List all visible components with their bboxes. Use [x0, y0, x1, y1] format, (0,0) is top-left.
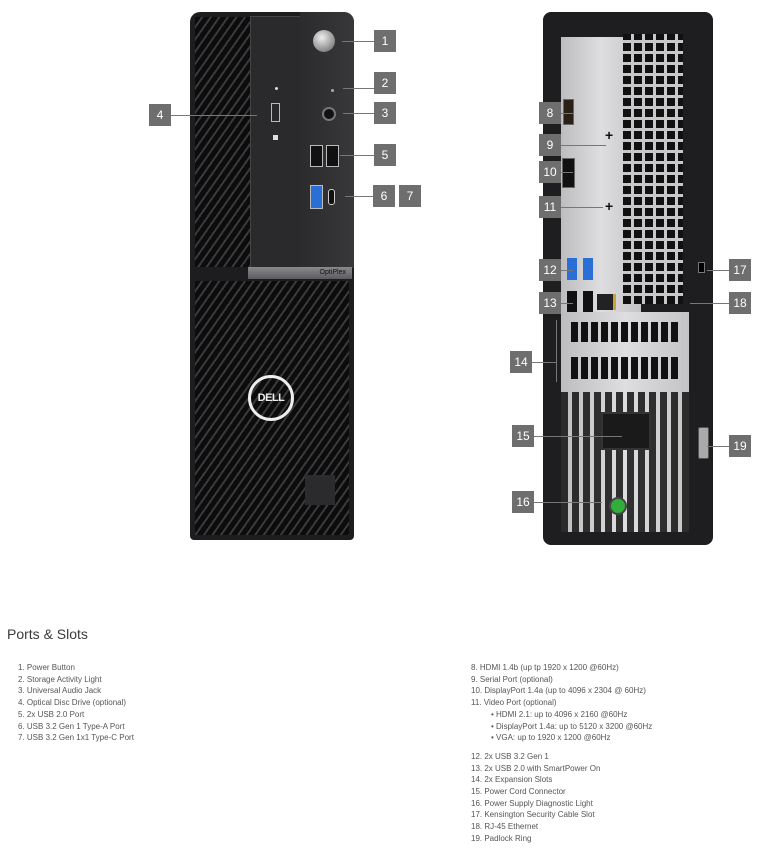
list-item: 12. 2x USB 3.2 Gen 1: [471, 751, 549, 761]
usb2-port-1[interactable]: [310, 145, 323, 167]
expansion-slots[interactable]: [561, 312, 689, 392]
list-item: 4. Optical Disc Drive (optional): [18, 698, 127, 708]
list-item: 6. USB 3.2 Gen 1 Type-A Port: [18, 721, 125, 731]
callout-19: 19: [729, 435, 751, 457]
callout-4: 4: [149, 104, 171, 126]
list-item: 7. USB 3.2 Gen 1x1 Type-C Port: [18, 733, 134, 743]
front-ports-list: 1. Power Button 2. Storage Activity Ligh…: [18, 662, 134, 744]
list-item: 16. Power Supply Diagnostic Light: [471, 798, 593, 808]
list-item: 15. Power Cord Connector: [471, 787, 566, 797]
callout-17: 17: [729, 259, 751, 281]
callout-10: 10: [539, 161, 561, 183]
video-option-item: DisplayPort 1.4a: up to 5120 x 3200 @60H…: [471, 721, 652, 733]
callout-3: 3: [374, 102, 396, 124]
callout-5: 5: [374, 144, 396, 166]
rear-view-image: + +: [543, 12, 713, 545]
front-badge-square: [305, 475, 335, 505]
callout-14: 14: [510, 351, 532, 373]
list-item: 18. RJ-45 Ethernet: [471, 822, 539, 832]
callout-9: 9: [539, 134, 561, 156]
video-option-item: VGA: up to 1920 x 1200 @60Hz: [471, 732, 652, 744]
kensington-slot[interactable]: [698, 262, 705, 273]
eject-button[interactable]: [271, 103, 280, 122]
rear-ports-list: 8. HDMI 1.4b (up tp 1920 x 1200 @60Hz) 9…: [471, 662, 652, 845]
rj45-port[interactable]: [597, 294, 616, 310]
list-item: 1. Power Button: [18, 663, 75, 672]
callout-12: 12: [539, 259, 561, 281]
usb2-rear-port-2[interactable]: [583, 291, 593, 313]
optiplex-label: OptiPlex: [248, 267, 352, 279]
serial-port-mount: +: [605, 127, 614, 143]
power-button[interactable]: [313, 30, 335, 52]
section-title: Ports & Slots: [7, 626, 88, 642]
callout-16: 16: [512, 491, 534, 513]
list-item: 17. Kensington Security Cable Slot: [471, 810, 595, 820]
list-item: 14. 2x Expansion Slots: [471, 775, 553, 785]
hdmi-port[interactable]: [563, 99, 574, 125]
storage-activity-light: [331, 89, 334, 92]
callout-8: 8: [539, 102, 561, 124]
callout-15: 15: [512, 425, 534, 447]
list-item: 13. 2x USB 2.0 with SmartPower On: [471, 763, 601, 773]
rear-vent: [623, 34, 683, 304]
front-view-image: OptiPlex DELL: [190, 12, 354, 540]
callout-13: 13: [539, 292, 561, 314]
callout-7: 7: [399, 185, 421, 207]
list-item: 19. Padlock Ring: [471, 833, 532, 843]
usb3-rear-port-1[interactable]: [567, 258, 577, 280]
displayport[interactable]: [562, 158, 575, 188]
list-item: 9. Serial Port (optional): [471, 674, 553, 684]
list-item: 10. DisplayPort 1.4a (up to 4096 x 2304 …: [471, 686, 646, 696]
usb-type-c-port[interactable]: [328, 189, 335, 205]
dell-logo: DELL: [248, 375, 294, 421]
list-item: 2. Storage Activity Light: [18, 674, 102, 684]
optical-drive-bay: [250, 16, 302, 268]
list-item: 11. Video Port (optional): [471, 698, 557, 708]
usb3-rear-port-2[interactable]: [583, 258, 593, 280]
callout-11: 11: [539, 196, 561, 218]
video-option-item: HDMI 2.1: up to 4096 x 2160 @60Hz: [471, 709, 652, 721]
padlock-ring[interactable]: [698, 427, 709, 459]
list-item: 3. Universal Audio Jack: [18, 686, 102, 696]
power-cord-connector[interactable]: [601, 412, 651, 450]
usb2-rear-port-1[interactable]: [567, 291, 577, 313]
callout-6: 6: [373, 185, 395, 207]
video-port-mount: +: [605, 198, 614, 214]
usb2-port-2[interactable]: [326, 145, 339, 167]
usb3-type-a-port[interactable]: [310, 185, 323, 209]
power-supply: [561, 392, 689, 532]
list-item: 8. HDMI 1.4b (up tp 1920 x 1200 @60Hz): [471, 663, 619, 672]
front-grille-top: [195, 17, 250, 267]
callout-2: 2: [374, 72, 396, 94]
psu-diagnostic-light[interactable]: [609, 497, 627, 515]
audio-jack[interactable]: [322, 107, 336, 121]
front-port-panel: [300, 12, 354, 268]
callout-18: 18: [729, 292, 751, 314]
list-item: 5. 2x USB 2.0 Port: [18, 709, 85, 719]
callout-1: 1: [374, 30, 396, 52]
